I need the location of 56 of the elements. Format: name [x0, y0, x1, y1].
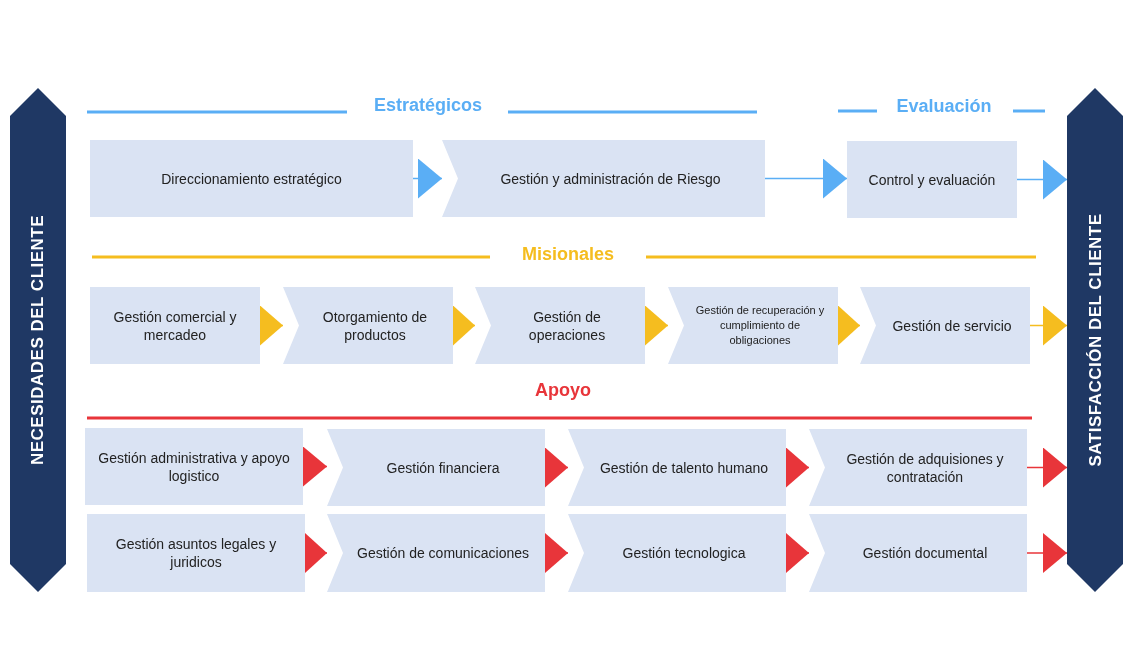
process-name: Control y evaluación [867, 170, 997, 189]
chevron-arrow [785, 533, 810, 573]
process-name: Gestión tecnologica [621, 544, 747, 562]
chevron-arrow [259, 305, 284, 346]
process-box [442, 140, 765, 217]
process-name: Otorgamiento de productos [321, 307, 429, 344]
process-box [860, 287, 1030, 364]
chevron-arrow [1026, 447, 1068, 488]
chevron-arrow [452, 305, 476, 346]
chevron-arrow [1016, 159, 1068, 200]
section-heading: Misionales [522, 243, 615, 265]
process-name: Gestión comercial y mercadeo [112, 307, 238, 344]
process-name: Gestión financiera [385, 458, 501, 477]
banner-text: NECESIDADES DEL CLIENTE [28, 214, 49, 466]
process-box [283, 287, 453, 364]
process-box [475, 287, 645, 364]
chevron-arrow [837, 305, 861, 346]
section-heading: Evaluación [896, 95, 992, 117]
process-name: Gestión documental [861, 544, 989, 562]
chevron-arrow [785, 447, 810, 488]
process-name: Direccionamiento estratégico [160, 169, 343, 188]
hexagon-banner [10, 88, 66, 592]
process-name: Gestión de comunicaciones [356, 544, 530, 562]
process-name: Gestión administrativa y apoyo logistico [97, 448, 291, 485]
banner-text: SATISFACCIÓN DEL CLIENTE [1085, 213, 1106, 467]
process-name: Gestión y administración de Riesgo [499, 169, 722, 188]
section-heading: Apoyo [535, 379, 591, 401]
process-box [809, 429, 1027, 506]
process-box [327, 514, 545, 592]
process-name: Gestión de operaciones [527, 307, 607, 344]
process-name: Gestión de talento humano [598, 458, 770, 477]
process-box [847, 141, 1017, 218]
chevron-arrow [544, 447, 569, 488]
process-box [85, 428, 303, 505]
process-box [327, 429, 545, 506]
process-box [90, 140, 413, 217]
section-heading: Estratégicos [374, 94, 483, 116]
process-box [568, 429, 786, 506]
chevron-arrow [1026, 533, 1068, 573]
chevron-arrow [764, 158, 848, 199]
process-name: Gestión de recuperación y cumplimiento de obligaciones [694, 303, 826, 348]
chevron-arrow [544, 533, 569, 573]
chevron-arrow [302, 446, 328, 487]
process-name: Gestión de adquisiones y contratación [845, 449, 1005, 486]
process-box [87, 514, 305, 592]
process-box [809, 514, 1027, 592]
process-box [568, 514, 786, 592]
process-name: Gestión asuntos legales y juridicos [114, 535, 278, 571]
chevron-arrow [1029, 305, 1068, 346]
chevron-arrow [412, 158, 443, 199]
process-name: Gestión de servicio [891, 316, 1013, 335]
process-box [90, 287, 260, 364]
chevron-arrow [644, 305, 669, 346]
chevron-arrow [304, 533, 328, 573]
hexagon-banner [1067, 88, 1123, 592]
process-box [668, 287, 838, 364]
